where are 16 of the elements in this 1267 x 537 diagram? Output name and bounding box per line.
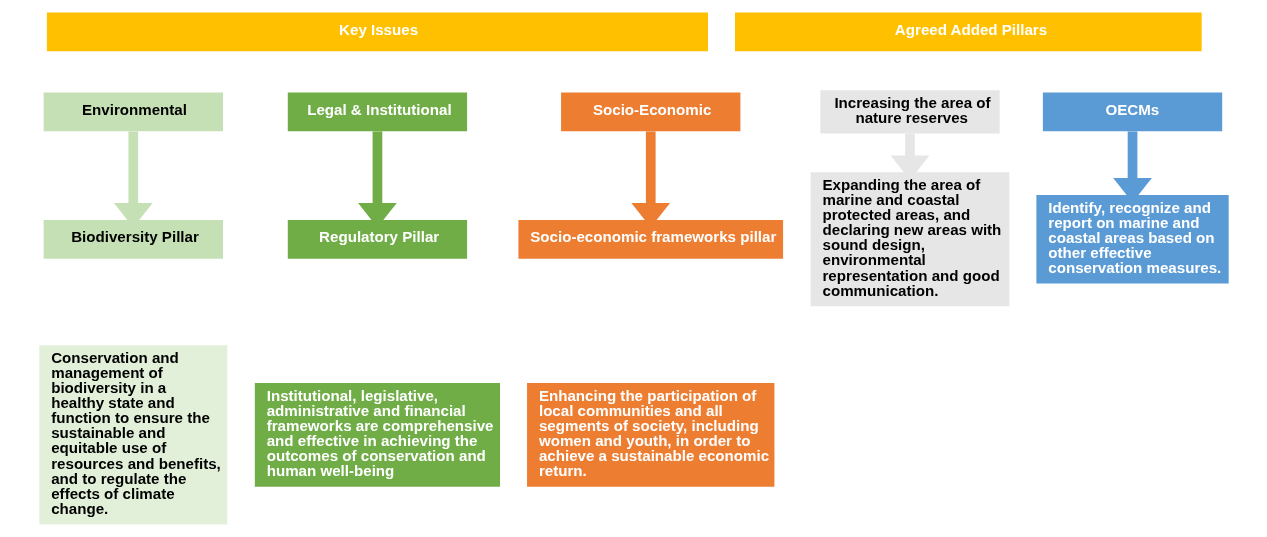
node-box: Biodiversity Pillar	[43, 219, 223, 259]
arrow	[890, 133, 929, 181]
node-box: Legal & Institutional	[287, 92, 467, 132]
node-box: Institutional, legislative, administrative and financial frameworks are comprehensive and effective in achieving the outcomes of conservation and human well-being	[254, 383, 500, 487]
node-box: Socio-Economic	[560, 92, 740, 132]
node-box: Identify, recognize and report on marine and coastal areas based on other effective conservation measures.	[1035, 195, 1229, 284]
node-box: Expanding the area of marine and coastal protected areas, and declaring new areas with sound design, environmental representation and good communication.	[810, 172, 1009, 307]
node-box: Key Issues	[46, 12, 708, 52]
node-box: Enhancing the participation of local communities and all segments of society, including women and youth, in order to achieve a sustainable economic return.	[526, 383, 774, 487]
node-box: Regulatory Pillar	[287, 219, 467, 259]
node-box: Increasing the area of nature reserves	[819, 90, 1000, 134]
node-box: Environmental	[43, 92, 223, 132]
node-box: Socio-economic frameworks pillar	[517, 219, 783, 259]
node-box: Agreed Added Pillars	[734, 12, 1202, 52]
node-box: Conservation and management of biodiversity in a healthy state and function to ensure the sustainable and equitable use of resources and benefits, and to regulate the effects of climate change.	[38, 345, 227, 525]
node-box: OECMs	[1042, 92, 1222, 132]
